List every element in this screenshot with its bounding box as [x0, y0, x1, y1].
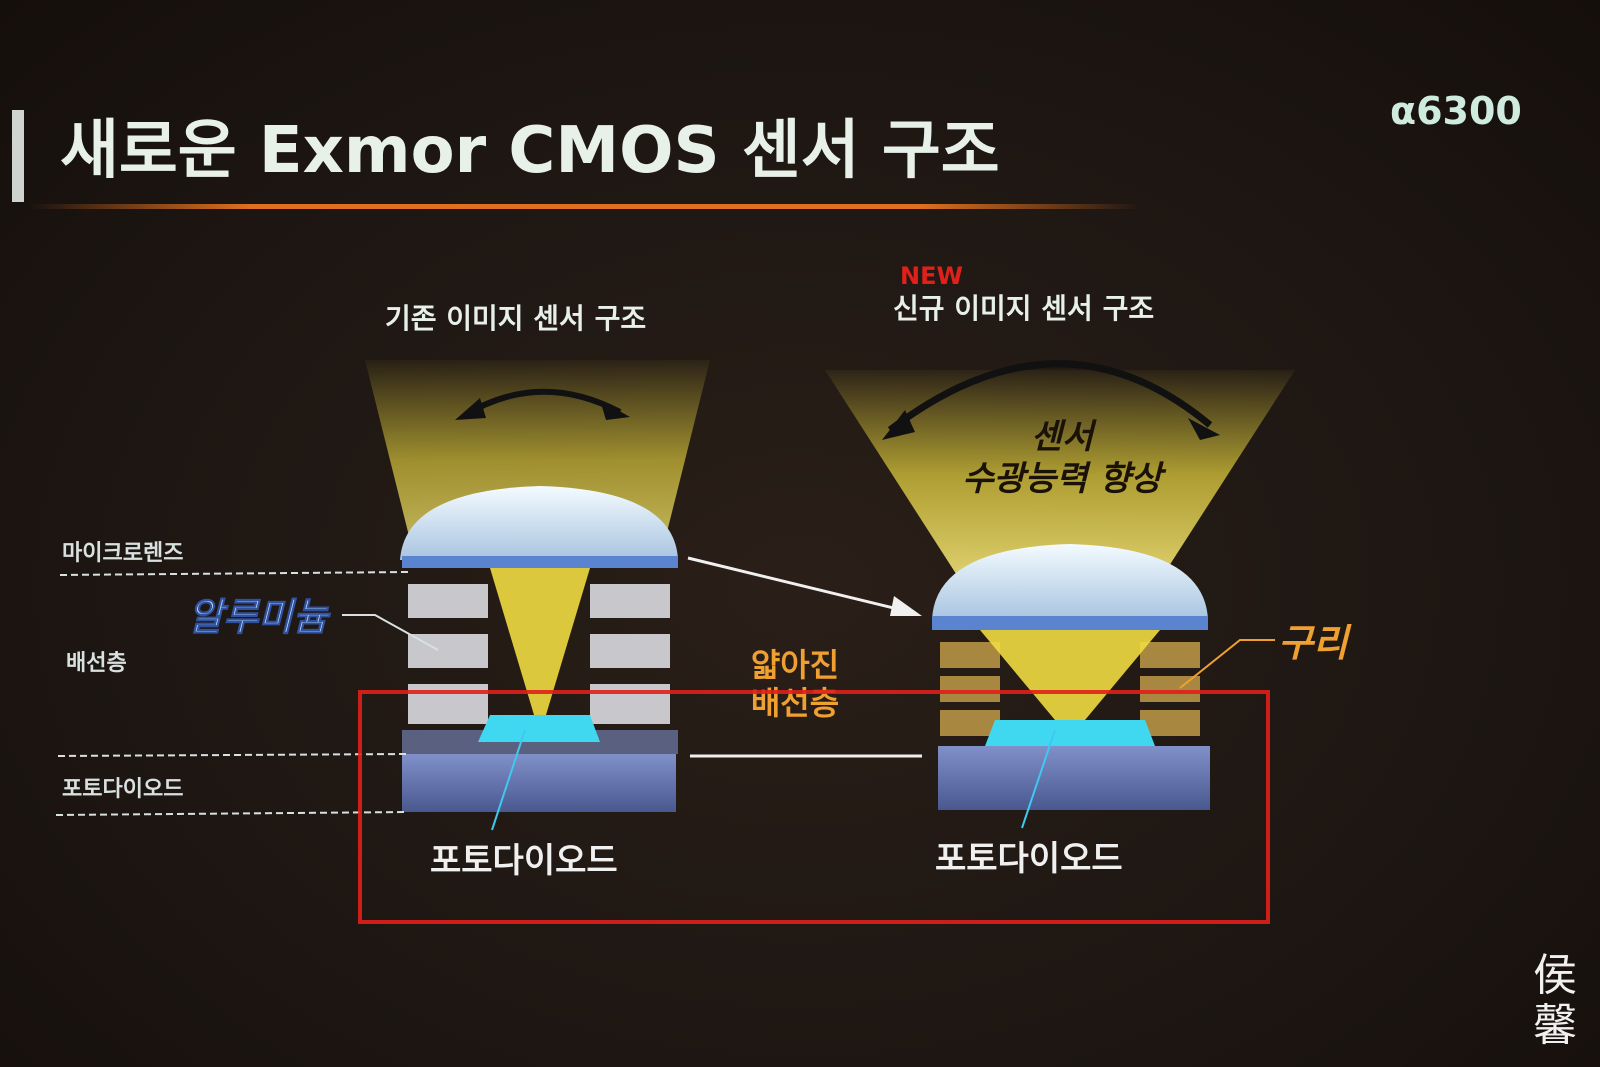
photodiode-guide-top: [57, 753, 409, 757]
right-microlens: [932, 544, 1208, 620]
new-badge: NEW: [900, 262, 963, 290]
right-lens-base: [932, 616, 1208, 630]
arrowhead-icon: [600, 400, 630, 420]
label-photodiode-right: 포토다이오드: [935, 839, 1123, 879]
left-microlens: [400, 486, 678, 560]
right-photodiode-pad: [985, 720, 1155, 746]
watermark: 馨: [1533, 1000, 1577, 1051]
left-aluminum-wiring: [408, 584, 670, 724]
arrowhead-icon: [455, 398, 486, 420]
right-light-beam: [825, 370, 1295, 580]
left-light-cone: [490, 568, 590, 735]
transition-arrow: [687, 556, 911, 614]
right-light-cone: [980, 630, 1160, 738]
left-heading: 기존 이미지 센서 구조: [385, 302, 646, 335]
right-angle-arrow: [887, 360, 1213, 433]
page-title: 새로운 Exmor CMOS 센서 구조: [60, 114, 1000, 188]
left-photodiode-block: [402, 754, 676, 812]
arrowhead-icon: [882, 410, 915, 440]
copper-pointer: [1179, 639, 1275, 689]
right-photodiode-block: [938, 746, 1210, 810]
right-heading: 신규 이미지 센서 구조: [893, 292, 1154, 325]
label-microlens: 마이크로렌즈: [62, 541, 183, 566]
label-wiring-layer: 배선층: [66, 651, 127, 676]
left-photodiode-pad: [478, 715, 600, 742]
left-photodiode-pointer: [491, 729, 526, 831]
title-bar-marker: [12, 110, 24, 202]
right-photodiode-pointer: [1021, 729, 1056, 829]
label-thinner-line2: 배선층: [751, 684, 839, 722]
improvement-line2: 수광능력 향상: [962, 459, 1166, 499]
label-photodiode-left: 포토다이오드: [430, 841, 618, 881]
label-photodiode-side: 포토다이오드: [62, 777, 183, 802]
photodiode-highlight-box: [358, 690, 1270, 924]
label-aluminum: 알루미늄: [188, 595, 331, 639]
improvement-line1: 센서: [1031, 417, 1097, 457]
microlens-guide: [59, 571, 409, 576]
photodiode-guide-bottom: [55, 811, 409, 816]
model-logo: α6300: [1390, 89, 1522, 133]
watermark: 侯: [1533, 950, 1577, 1001]
label-copper: 구리: [1278, 621, 1352, 665]
arrowhead-icon: [890, 596, 922, 616]
title-underline: [30, 204, 1140, 209]
left-lens-base: [402, 556, 678, 568]
aluminum-pointer: [342, 614, 439, 651]
label-thinner-line1: 얇아진: [751, 646, 839, 684]
arrowhead-icon: [1188, 418, 1220, 440]
